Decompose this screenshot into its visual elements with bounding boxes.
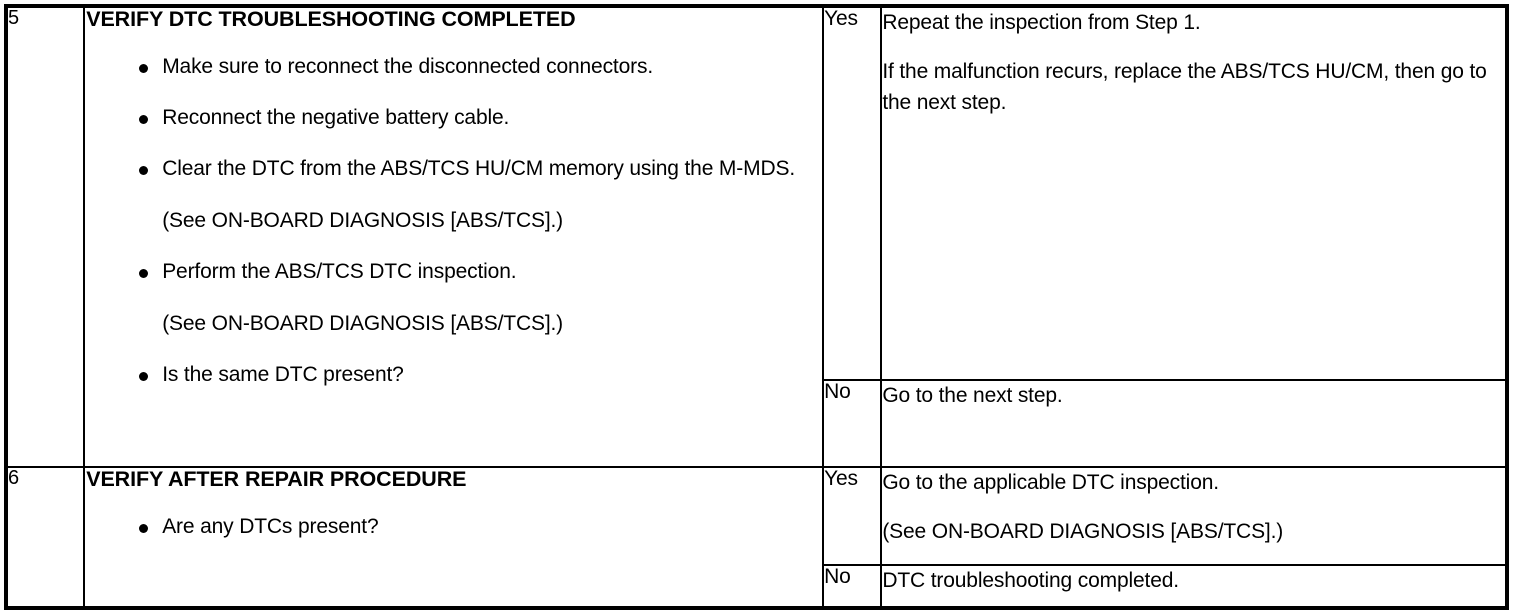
list-item-text: Is the same DTC present?	[162, 363, 404, 387]
table-row: No DTC troubleshooting completed.	[6, 564, 1508, 609]
list-item: Make sure to reconnect the disconnected …	[85, 52, 822, 82]
list-item-text: Clear the DTC from the ABS/TCS HU/CM mem…	[162, 157, 796, 181]
list-item-text: Perform the ABS/TCS DTC inspection.	[162, 260, 517, 284]
list-item-text: Make sure to reconnect the disconnected …	[162, 54, 654, 78]
bullet-dot-icon	[139, 269, 149, 279]
step-number-cell-6: 6	[4, 466, 86, 609]
step-bullet-list-5: Make sure to reconnect the disconnected …	[85, 52, 822, 391]
step-bullet-list-6: Are any DTCs present?	[85, 512, 822, 542]
bullet-dot-icon	[139, 523, 149, 533]
list-item-text: (See ON-BOARD DIAGNOSIS [ABS/TCS].)	[162, 311, 564, 335]
answer-result-yes-6: Go to the applicable DTC inspection. (Se…	[880, 466, 1508, 566]
answer-result-no-5: Go to the next step.	[880, 379, 1508, 468]
list-item: Reconnect the negative battery cable.	[85, 103, 822, 133]
answer-label-no-5: No	[822, 379, 883, 468]
table-row: 5 VERIFY DTC TROUBLESHOOTING COMPLETED M…	[4, 5, 1508, 468]
result-line: If the malfunction recurs, replace the A…	[882, 60, 1487, 114]
list-item-text: Are any DTCs present?	[162, 514, 379, 538]
step-action-cell-6: VERIFY AFTER REPAIR PROCEDURE Are any DT…	[83, 466, 825, 609]
table-row: No Go to the next step.	[6, 379, 1508, 468]
list-item: Perform the ABS/TCS DTC inspection.	[85, 257, 822, 287]
answer-result-no-6: DTC troubleshooting completed.	[880, 564, 1508, 609]
result-line: (See ON-BOARD DIAGNOSIS [ABS/TCS].)	[882, 520, 1284, 544]
step-title-5: VERIFY DTC TROUBLESHOOTING COMPLETED	[86, 7, 576, 31]
list-item-text: (See ON-BOARD DIAGNOSIS [ABS/TCS].)	[162, 208, 564, 232]
answer-result-yes-5: Repeat the inspection from Step 1. If th…	[880, 5, 1508, 381]
result-line: DTC troubleshooting completed.	[882, 569, 1179, 592]
answer-label-no-6: No	[822, 564, 883, 609]
answer-label-yes-6: Yes	[822, 466, 883, 566]
answer-label-yes-5: Yes	[822, 5, 883, 381]
step-number-cell-5: 5	[4, 5, 86, 468]
step-title-6: VERIFY AFTER REPAIR PROCEDURE	[86, 467, 467, 491]
list-item: Are any DTCs present?	[85, 512, 822, 542]
list-item: Is the same DTC present?	[85, 360, 822, 390]
result-line: Repeat the inspection from Step 1.	[882, 11, 1201, 34]
bullet-dot-icon	[139, 63, 149, 73]
bullet-dot-icon	[139, 372, 149, 382]
list-item-text: Reconnect the negative battery cable.	[162, 106, 510, 129]
dtc-troubleshooting-table: 5 VERIFY DTC TROUBLESHOOTING COMPLETED M…	[4, 4, 1509, 610]
bullet-dot-icon	[139, 166, 149, 176]
result-line: Go to the next step.	[882, 384, 1063, 407]
table-row: 6 VERIFY AFTER REPAIR PROCEDURE Are any …	[4, 466, 1508, 609]
step-action-cell-5: VERIFY DTC TROUBLESHOOTING COMPLETED Mak…	[83, 5, 825, 468]
list-item: Clear the DTC from the ABS/TCS HU/CM mem…	[85, 154, 822, 184]
list-item-note: (See ON-BOARD DIAGNOSIS [ABS/TCS].)	[85, 309, 822, 339]
list-item-note: (See ON-BOARD DIAGNOSIS [ABS/TCS].)	[85, 206, 822, 236]
bullet-dot-icon	[139, 115, 149, 124]
result-line: Go to the applicable DTC inspection.	[882, 471, 1219, 494]
